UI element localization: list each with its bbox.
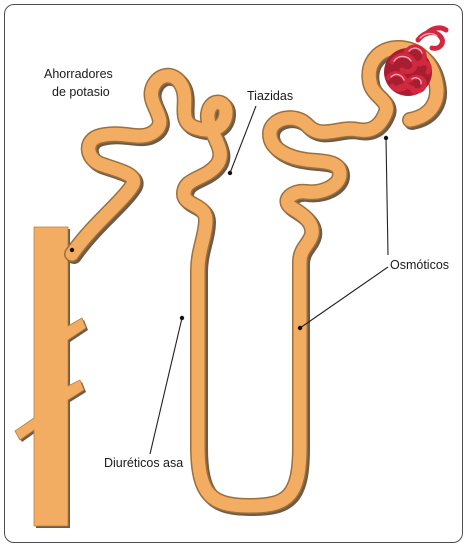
label-ahorradores-line2: de potasio bbox=[52, 85, 110, 99]
label-diureticos-asa: Diuréticos asa bbox=[104, 456, 183, 470]
label-tiazidas: Tiazidas bbox=[247, 89, 293, 103]
nephron-tubule bbox=[72, 48, 437, 506]
leader-ahorradores bbox=[70, 248, 74, 252]
collecting-duct bbox=[15, 227, 88, 528]
leader-diureticos-asa bbox=[150, 316, 184, 454]
label-ahorradores-line1: Ahorradores bbox=[44, 67, 113, 81]
label-osmoticos: Osmóticos bbox=[390, 258, 449, 272]
